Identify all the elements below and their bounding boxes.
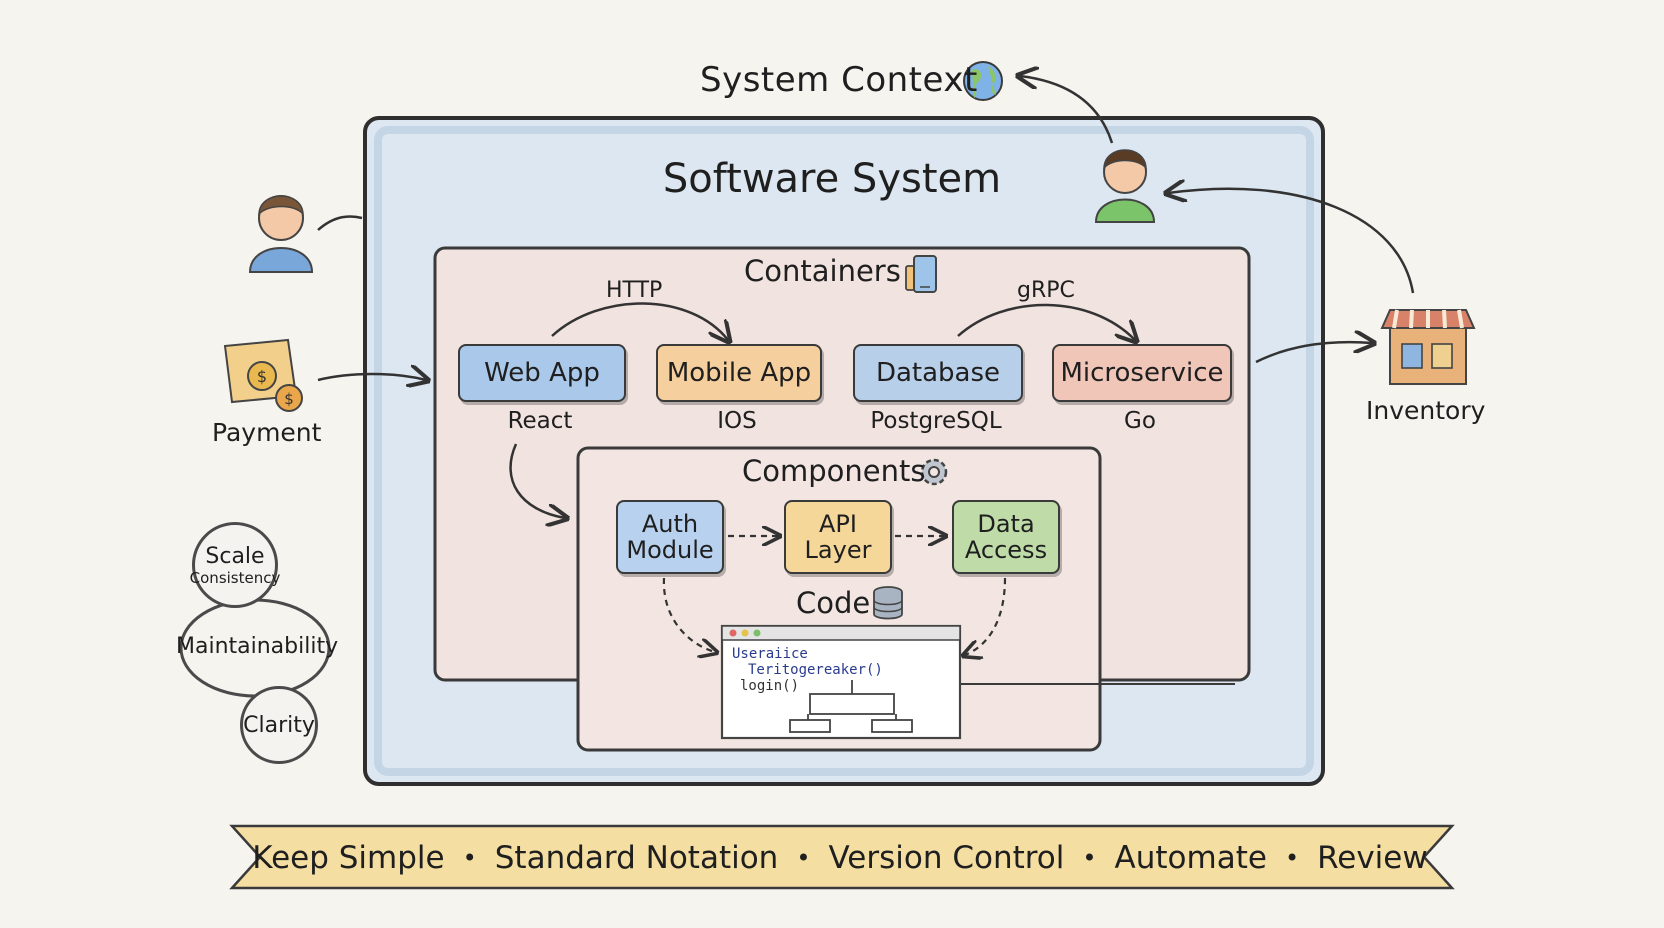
principles-banner — [229, 824, 1455, 890]
http-arrow — [551, 302, 728, 340]
inventory-label: Inventory — [1366, 396, 1486, 425]
react-to-components-arrow — [509, 443, 565, 518]
banner-item-review: Review — [1317, 840, 1428, 876]
code-line-1: Useraiice — [732, 646, 808, 662]
container-database[interactable]: Database — [853, 344, 1023, 402]
banner-separator: • — [1284, 844, 1300, 872]
user-avatar-right — [1094, 149, 1156, 223]
store-icon — [1380, 309, 1476, 385]
banner-item-standard-notation: Standard Notation — [494, 840, 779, 876]
banner-item-automate: Automate — [1114, 840, 1267, 876]
payment-arrow — [317, 374, 426, 380]
database-icon — [873, 586, 903, 620]
microservice-to-inventory-arrow — [1255, 342, 1372, 364]
container-mobile-app-label: Mobile App — [666, 358, 812, 388]
database-tech: PostgreSQL — [870, 408, 1002, 434]
svg-text:$: $ — [284, 390, 294, 408]
containers-title: Containers — [744, 254, 901, 288]
grpc-label: gRPC — [1017, 278, 1075, 303]
banner-item-keep-simple: Keep Simple — [252, 840, 445, 876]
user-connector — [317, 215, 363, 231]
scale-consistency-bubble: Scale Consistency — [189, 522, 281, 608]
consistency-label: Consistency — [189, 568, 281, 587]
auth-to-code-arrow — [662, 577, 715, 652]
banner-separator: • — [1082, 844, 1097, 872]
payment-label: Payment — [212, 418, 322, 447]
container-web-app[interactable]: Web App — [458, 344, 626, 402]
payment-icon: $ $ — [223, 338, 303, 412]
container-microservice[interactable]: Microservice — [1052, 344, 1232, 402]
auth-module-line-2: Module — [626, 536, 714, 564]
user-avatar-left — [248, 195, 314, 273]
banner-separator: • — [462, 844, 477, 872]
software-system-title: Software System — [662, 156, 1002, 202]
container-microservice-label: Microservice — [1060, 358, 1224, 388]
api-layer-line-1: API — [819, 510, 857, 538]
code-line-3: login() — [740, 678, 800, 694]
svg-text:$: $ — [257, 367, 267, 386]
banner-item-version-control: Version Control — [828, 840, 1065, 876]
microservice-tech: Go — [1124, 408, 1156, 434]
component-auth-module[interactable]: Auth Module — [616, 500, 724, 574]
auth-module-line-1: Auth — [641, 510, 699, 538]
api-layer-line-2: Layer — [804, 536, 872, 564]
system-context-title: System Context — [700, 60, 978, 100]
gear-icon — [920, 458, 948, 486]
data-access-line-1: Data — [977, 510, 1035, 538]
code-window — [720, 624, 962, 740]
scale-label: Scale — [205, 543, 265, 569]
data-access-line-2: Access — [964, 536, 1048, 564]
user-to-context-arrow — [1020, 76, 1114, 144]
http-label: HTTP — [606, 278, 663, 303]
banner-separator: • — [796, 844, 811, 872]
inventory-to-user-arrow — [1168, 189, 1415, 294]
components-title: Components — [742, 454, 926, 488]
container-web-app-label: Web App — [484, 358, 600, 388]
mobile-app-tech: IOS — [717, 408, 757, 434]
web-app-tech: React — [507, 408, 573, 434]
component-data-access[interactable]: Data Access — [952, 500, 1060, 574]
data-to-code-arrow — [965, 577, 1007, 655]
clarity-bubble: Clarity — [240, 686, 318, 764]
grpc-arrow — [957, 303, 1135, 340]
container-mobile-app[interactable]: Mobile App — [656, 344, 822, 402]
principles-banner-text: Keep Simple • Standard Notation • Versio… — [250, 833, 1430, 883]
component-api-layer[interactable]: API Layer — [784, 500, 892, 574]
clarity-label: Clarity — [243, 712, 315, 738]
code-line-2: Teritogereaker() — [748, 662, 883, 678]
mobile-icon — [905, 255, 937, 293]
container-database-label: Database — [875, 358, 1001, 388]
maintainability-label: Maintainability — [176, 634, 339, 659]
code-title: Code — [796, 586, 871, 620]
globe-icon — [963, 61, 1003, 101]
